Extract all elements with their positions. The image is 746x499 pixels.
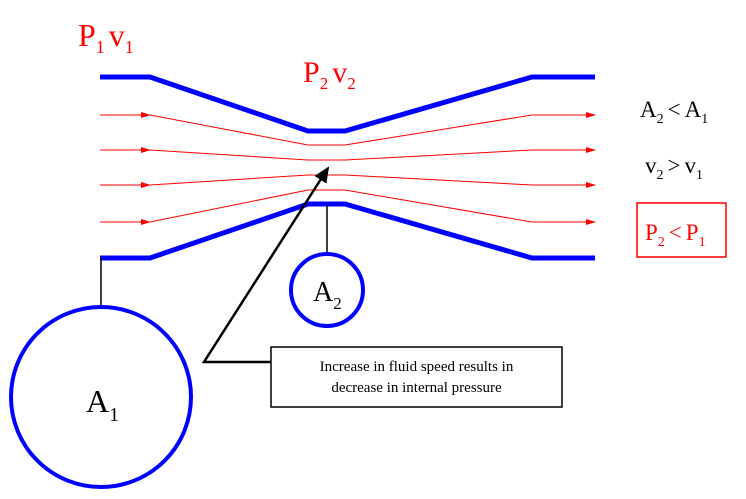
callout-pointer-arrow — [201, 166, 330, 364]
pressure-highlight-box — [636, 202, 727, 258]
pipe-bottom-wall — [100, 201, 595, 261]
speed-relation: v2>v1 — [645, 153, 703, 183]
callout-box — [270, 346, 563, 408]
callout-line-2: decrease in internal pressure — [331, 380, 502, 396]
streamline-2 — [100, 149, 595, 161]
area-relation: A2<A1 — [640, 97, 708, 127]
streamline-3 — [100, 174, 595, 186]
callout-line-1: Increase in fluid speed results in — [320, 359, 514, 375]
a1-cross-section-circle — [9, 305, 193, 489]
flow-streamlines — [100, 112, 596, 225]
a2-label: A2 — [313, 277, 342, 313]
pressure-relation: P2<P1 — [645, 220, 706, 250]
a2-cross-section-circle — [289, 252, 365, 328]
pipe-top-wall — [100, 74, 595, 134]
a1-label: A1 — [86, 383, 119, 426]
